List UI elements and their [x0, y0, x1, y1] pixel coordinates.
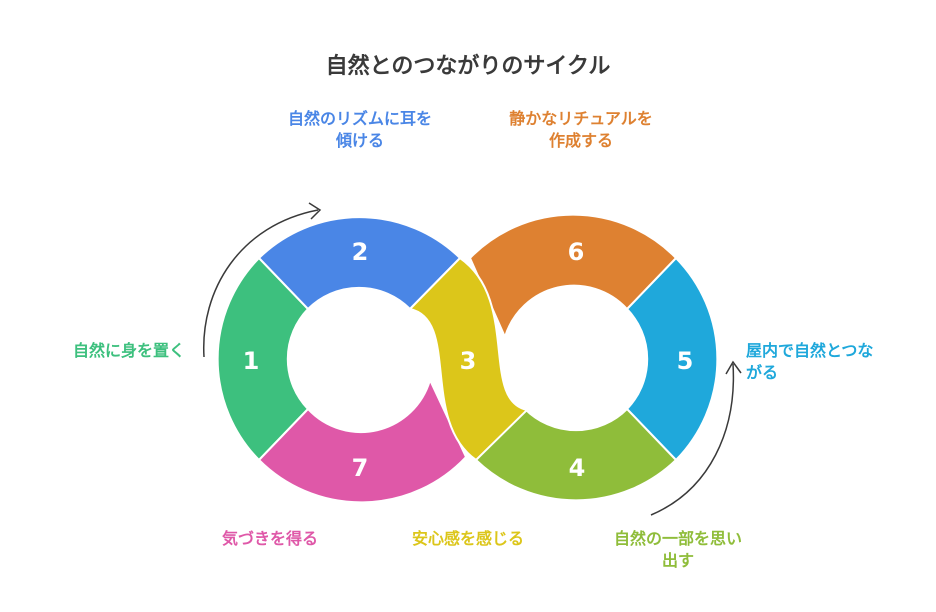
segment-2: [257, 216, 462, 311]
segment-4: [474, 407, 678, 502]
segment-7: [257, 377, 468, 504]
segment-6: [468, 213, 678, 340]
segment-1: [216, 256, 310, 462]
step-7-label: 気づきを得る: [221, 529, 318, 548]
segment-5: [625, 256, 719, 462]
step-5-label: 屋内で自然とつな がる: [746, 341, 874, 382]
segment-3-number: 3: [460, 347, 477, 375]
segment-6-number: 6: [568, 238, 585, 266]
arrowhead-right-icon: [725, 360, 742, 375]
step-4-label: 自然の一部を思い 出す: [613, 529, 742, 570]
segment-1-number: 1: [243, 347, 260, 375]
step-2-label: 自然のリズムに耳を 傾ける: [287, 109, 432, 150]
segment-4-number: 4: [569, 454, 586, 482]
segment-5-number: 5: [677, 347, 694, 375]
step-1-label: 自然に身を置く: [72, 341, 185, 360]
step-6-label: 静かなリチュアルを 作成する: [509, 109, 653, 150]
segment-3: [408, 256, 530, 462]
segment-7-number: 7: [352, 454, 369, 482]
cycle-arrow-left: [203, 209, 319, 358]
arrowhead-left-icon: [308, 202, 322, 220]
cycle-arrow-right: [650, 363, 735, 516]
segment-2-number: 2: [352, 238, 369, 266]
diagram-title: 自然とのつながりのサイクル: [325, 54, 611, 79]
step-3-label: 安心感を感じる: [411, 529, 524, 548]
